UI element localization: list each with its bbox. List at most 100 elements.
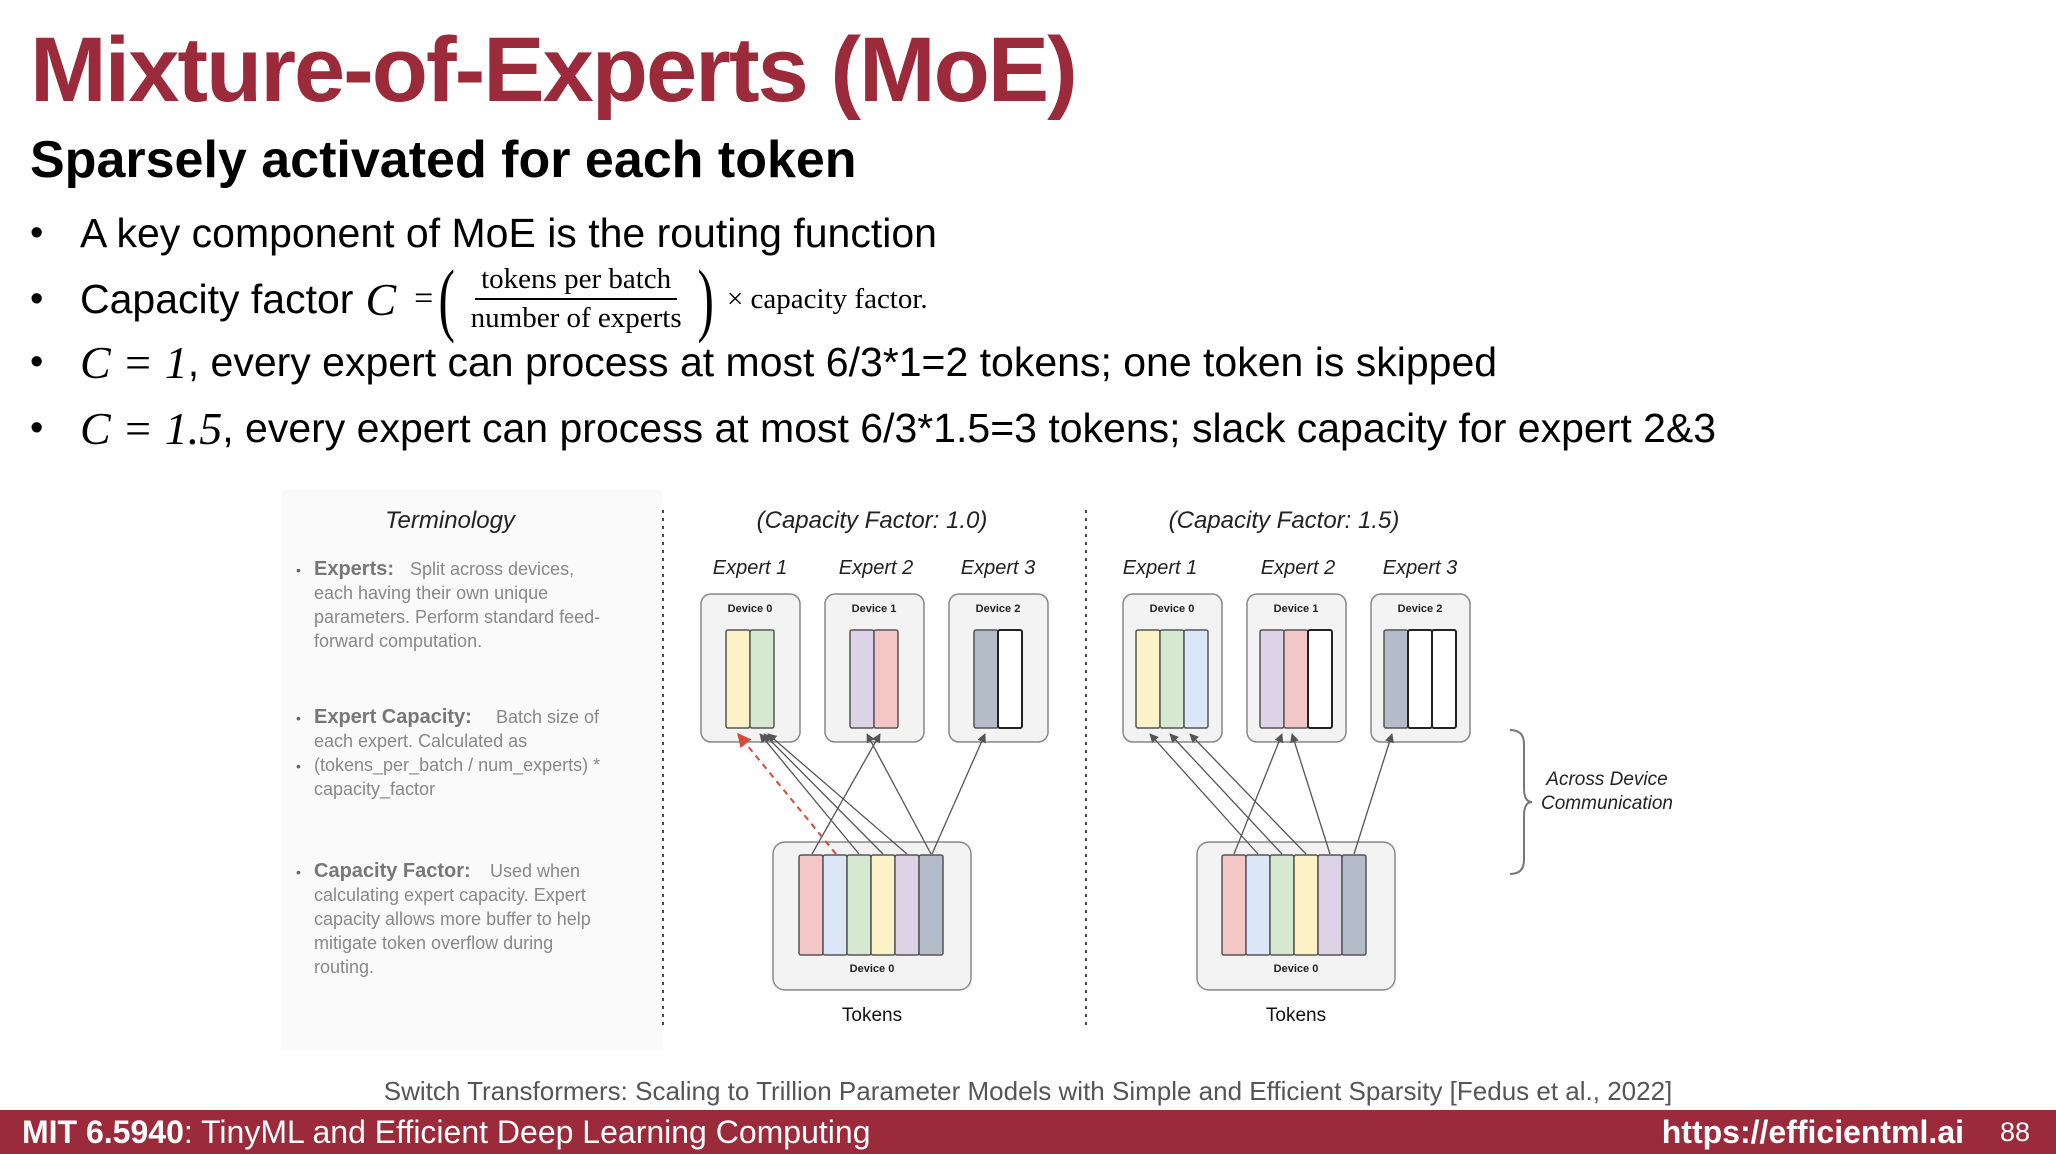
token-slot-empty [1407, 629, 1433, 729]
routing-arrow [1149, 733, 1259, 855]
term-line: forward computation. [314, 631, 482, 651]
token-red [1221, 854, 1247, 956]
expert-label: Expert 1 [1123, 557, 1197, 579]
figure-svg: Terminology • Experts: Split across devi… [282, 490, 1722, 1050]
panel-2-title: (Capacity Factor: 1.5) [1169, 507, 1400, 534]
bullet-routing: • A key component of MoE is the routing … [30, 210, 937, 257]
device-label: Device 0 [850, 963, 895, 975]
token-slot-red [873, 629, 899, 729]
brace [1509, 729, 1533, 875]
routing-arrows [759, 733, 986, 855]
expert-label: Expert 2 [1261, 557, 1335, 579]
fraction-numerator: tokens per batch [475, 263, 678, 300]
bullet-text: , every expert can process at most 6/3*1… [187, 339, 1498, 385]
routing-arrow [767, 733, 908, 855]
term-experts: • Experts: Split across devices, each ha… [296, 558, 600, 651]
expert-label: Expert 2 [839, 557, 913, 579]
term-line: Batch size of [496, 707, 600, 727]
token-slot-slate [1383, 629, 1409, 729]
term-line: routing. [314, 957, 374, 977]
expert-label: Expert 3 [1383, 557, 1457, 579]
bullet-dot: • [30, 212, 44, 254]
tokens-label: Tokens [842, 1005, 902, 1026]
token-slot-slate [973, 629, 999, 729]
fraction-denominator: number of experts [470, 302, 682, 334]
routing-arrow [811, 733, 881, 855]
term-expert-capacity: • Expert Capacity: Batch size of each ex… [296, 706, 600, 800]
routing-arrow [1169, 733, 1283, 855]
course-name: : TinyML and Efficient Deep Learning Com… [183, 1113, 871, 1150]
term-name: Capacity Factor: [314, 860, 471, 882]
terminology-background [282, 490, 662, 1050]
term-capacity-factor: • Capacity Factor: Used when calculating… [296, 860, 591, 977]
math-c-1-5: C = 1.5 [80, 403, 223, 454]
course-code: MIT 6.5940 [22, 1113, 184, 1150]
routing-arrow [763, 733, 884, 855]
token-yellow [1293, 854, 1319, 956]
page-number: 88 [1999, 1116, 2030, 1147]
device-label: Device 2 [976, 603, 1021, 615]
token-green [1269, 854, 1295, 956]
fraction-suffix: × capacity factor. [726, 282, 928, 315]
bullet-c-equals-1-5: • C = 1.5 , every expert can process at … [30, 402, 1716, 455]
dropped-token-arrow [737, 732, 837, 855]
routing-arrow [931, 733, 986, 855]
bullet-text: A key component of MoE is the routing fu… [80, 210, 937, 256]
tokens-label: Tokens [1266, 1005, 1326, 1026]
token-slot-empty [1307, 629, 1333, 729]
token-slate [1341, 854, 1367, 956]
term-name: Expert Capacity: [314, 706, 472, 728]
token-red [798, 854, 824, 956]
token-slot-empty [1431, 629, 1457, 729]
device-label: Device 0 [1150, 603, 1195, 615]
term-name: Experts: [314, 558, 394, 580]
token-slot-blue [1183, 629, 1209, 729]
slide-subtitle: Sparsely activated for each token [30, 131, 857, 189]
brace-label: Across Device [1545, 769, 1667, 790]
term-line: each having their own unique [314, 583, 548, 603]
token-purple [1317, 854, 1343, 956]
term-line: Split across devices, [410, 559, 574, 579]
moe-capacity-figure: Terminology • Experts: Split across devi… [282, 490, 1722, 1050]
bullet-c-equals-1: • C = 1 , every expert can process at mo… [30, 336, 1497, 389]
device-label: Device 1 [852, 603, 897, 615]
term-line: calculating expert capacity. Expert [314, 885, 586, 905]
expert-label: Expert 3 [961, 557, 1035, 579]
bullet-dot: • [30, 277, 44, 320]
token-slot-yellow [725, 629, 751, 729]
expert-label: Expert 1 [713, 557, 787, 579]
token-blue [822, 854, 848, 956]
term-bullet: • [296, 710, 301, 726]
bullet-capacity-factor: • Capacity factor C = ( tokens per batch… [30, 258, 928, 340]
panel-1-title: (Capacity Factor: 1.0) [757, 507, 988, 534]
figure-caption: Switch Transformers: Scaling to Trillion… [383, 1076, 1673, 1106]
token-yellow [870, 854, 896, 956]
math-equals: = [414, 280, 434, 317]
math-var-c: C [365, 273, 397, 325]
term-line: capacity allows more buffer to help [314, 909, 591, 929]
token-slot-green [1159, 629, 1185, 729]
term-line: parameters. Perform standard feed- [314, 607, 600, 627]
token-blue [1245, 854, 1271, 956]
term-bullet: • [296, 864, 301, 880]
routing-arrow [866, 733, 932, 855]
device-label: Device 1 [1274, 603, 1319, 615]
bullet-dot: • [30, 407, 44, 449]
token-slot-green [749, 629, 775, 729]
term-line: (tokens_per_batch / num_experts) * [314, 755, 600, 776]
routing-arrow [1353, 733, 1394, 855]
routing-arrows [1149, 733, 1394, 855]
term-line: each expert. Calculated as [314, 731, 527, 751]
term-line: mitigate token overflow during [314, 933, 553, 953]
course-url-link[interactable]: https://efficientml.ai [1661, 1113, 1964, 1150]
bullet-text: Capacity factor [80, 275, 354, 322]
routing-arrow [1290, 733, 1331, 855]
term-bullet: • [296, 562, 301, 578]
token-slot-empty [997, 629, 1023, 729]
device-label: Device 2 [1398, 603, 1443, 615]
math-c-1: C = 1 [80, 337, 188, 388]
brace-label: Communication [1541, 793, 1673, 814]
left-paren: ( [438, 253, 456, 344]
footer-bar: MIT 6.5940: TinyML and Efficient Deep Le… [0, 1110, 2056, 1154]
bullet-dot: • [30, 341, 44, 383]
